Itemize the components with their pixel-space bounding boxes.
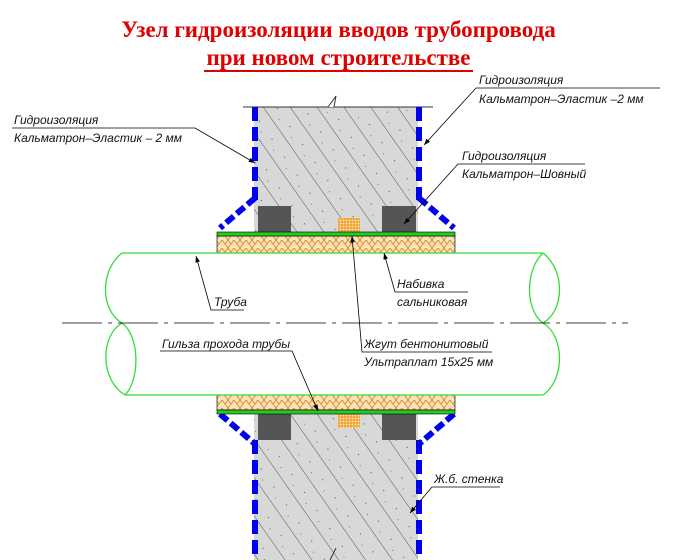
title-line2-text: при новом строительстве xyxy=(204,45,473,72)
label-left-waterproof-material: Кальматрон–Эластик – 2 мм xyxy=(14,131,182,145)
wall-bottom xyxy=(218,411,456,560)
label-packing-line1: Набивка xyxy=(397,277,445,291)
label-seam-material: Кальматрон–Шовный xyxy=(462,167,587,181)
pipe xyxy=(104,252,561,396)
title-line1: Узел гидроизоляции вводов трубопровода xyxy=(121,17,556,42)
leaders xyxy=(12,87,660,514)
label-packing-line2: сальниковая xyxy=(397,295,468,309)
label-pipe: Труба xyxy=(214,295,247,309)
label-right-waterproof-material: Кальматрон–Эластик –2 мм xyxy=(479,92,644,106)
label-seam-title: Гидроизоляция xyxy=(462,149,547,163)
title-line2: при новом строительстве xyxy=(0,45,677,72)
label-bentonite-line1: Жгут бентонитовый xyxy=(364,337,489,351)
label-bentonite-line2: Ультраплат 15х25 мм xyxy=(364,355,494,369)
label-sleeve: Гильза прохода трубы xyxy=(162,337,291,351)
label-left-waterproof-title: Гидроизоляция xyxy=(14,113,99,127)
wall-top xyxy=(218,95,456,233)
label-wall: Ж.б. стенка xyxy=(434,472,504,486)
label-right-waterproof-title: Гидроизоляция xyxy=(479,73,564,87)
